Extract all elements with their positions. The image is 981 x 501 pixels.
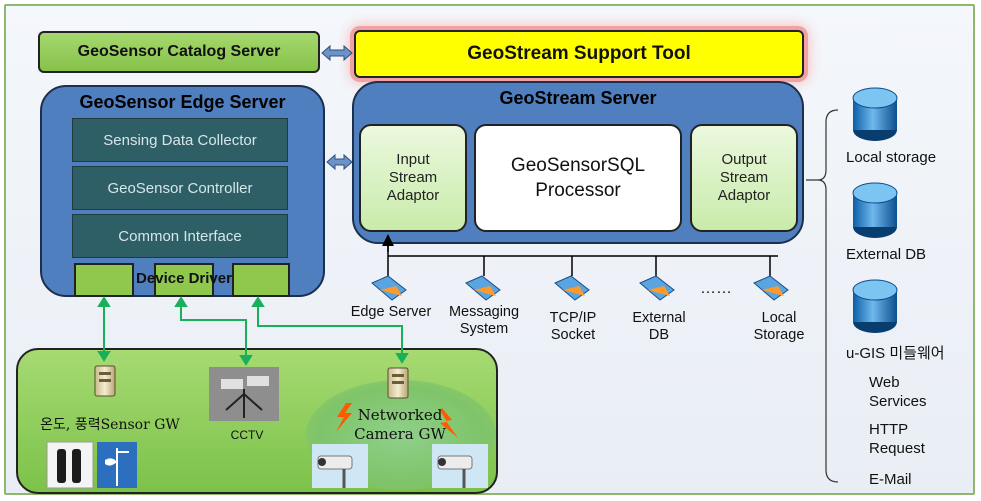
source-label-messaging-system: Messaging System (436, 304, 532, 338)
source-label-edge-server: Edge Server (346, 304, 436, 321)
device-links (97, 296, 409, 366)
web-services-label: Web Services (869, 373, 927, 411)
temperature-sensor-photo-icon (46, 441, 94, 489)
service-line: Request (869, 440, 925, 457)
http-request-label: HTTP Request (869, 420, 925, 458)
ugis-middleware-label: u-GIS 미들웨어 (846, 345, 945, 362)
stream-source-icon (639, 275, 675, 301)
service-line: Services (869, 393, 927, 410)
service-line: Web (869, 374, 900, 391)
common-interface: Common Interface (72, 214, 288, 258)
database-icon (852, 87, 898, 141)
camera-gw-line: Networked (357, 406, 443, 424)
input-adaptor-line: Stream (388, 169, 438, 186)
processor-line: Processor (535, 180, 621, 201)
output-stream-adaptor: Output Stream Adaptor (690, 124, 798, 232)
output-adaptor-line: Adaptor (717, 187, 771, 204)
driver-port-3 (232, 263, 290, 297)
local-storage-label: Local storage (846, 149, 937, 166)
camera-photo-icon (432, 444, 488, 488)
source-label-line: External (632, 310, 686, 326)
stream-source-icon (753, 275, 789, 301)
stream-source-icon (554, 275, 590, 301)
edge-server-title: GeoSensor Edge Server (79, 92, 286, 112)
source-label-line: Socket (550, 327, 596, 343)
device-driver-label: Device Driver (136, 270, 232, 287)
stream-source-icon (465, 275, 501, 301)
source-label-line: DB (648, 327, 670, 343)
sensing-data-collector: Sensing Data Collector (72, 118, 288, 162)
lightning-icon (440, 408, 458, 438)
driver-port-2 (154, 263, 214, 297)
camera-photo-icon (312, 444, 368, 488)
ellipsis: …… (700, 280, 732, 297)
processor-line: GeoSensorSQL (510, 155, 646, 176)
server-icon (387, 367, 409, 399)
geostream-support-tool: GeoStream Support Tool (354, 30, 804, 78)
input-adaptor-line: Input (396, 151, 430, 168)
source-label-line: TCP/IP (549, 310, 597, 326)
geosensor-catalog-server: GeoSensor Catalog Server (38, 31, 320, 73)
cctv-label: CCTV (230, 428, 264, 442)
camera-gw-label: Networked Camera GW (352, 406, 448, 444)
camera-gw-line: Camera GW (354, 425, 446, 443)
source-label-line: Local (761, 310, 797, 326)
cctv-photo-icon (209, 367, 279, 421)
external-db-label: External DB (846, 246, 927, 263)
server-icon (94, 365, 116, 397)
stream-server-title: GeoStream Server (499, 88, 657, 108)
stream-source-icon (371, 275, 407, 301)
source-label-line: System (459, 321, 509, 337)
source-label-line: Messaging (448, 304, 520, 320)
source-label-external-db: External DB (624, 310, 694, 344)
input-stream-adaptor: Input Stream Adaptor (359, 124, 467, 232)
database-icon (852, 279, 898, 333)
input-adaptor-line: Adaptor (386, 187, 440, 204)
output-adaptor-line: Output (721, 151, 767, 168)
bidirectional-arrow-icon (326, 153, 353, 171)
service-line: HTTP (869, 421, 909, 438)
output-bracket (806, 109, 839, 483)
database-icon (852, 182, 898, 238)
wind-sensor-photo-icon (97, 442, 137, 488)
source-label-tcpip-socket: TCP/IP Socket (536, 310, 610, 344)
geosensorsql-processor: GeoSensorSQL Processor (474, 124, 682, 232)
sensor-gw-label: 온도, 풍력Sensor GW (40, 417, 180, 433)
email-label: E-Mail (869, 471, 912, 488)
source-label-local-storage: Local Storage (738, 310, 820, 344)
output-adaptor-line: Stream (719, 169, 769, 186)
geosensor-controller: GeoSensor Controller (72, 166, 288, 210)
lightning-icon (336, 403, 352, 432)
source-label-line: Edge Server (350, 304, 432, 320)
bidirectional-arrow-icon (321, 44, 353, 62)
driver-port-1 (74, 263, 134, 297)
source-label-line: Storage (753, 327, 805, 343)
